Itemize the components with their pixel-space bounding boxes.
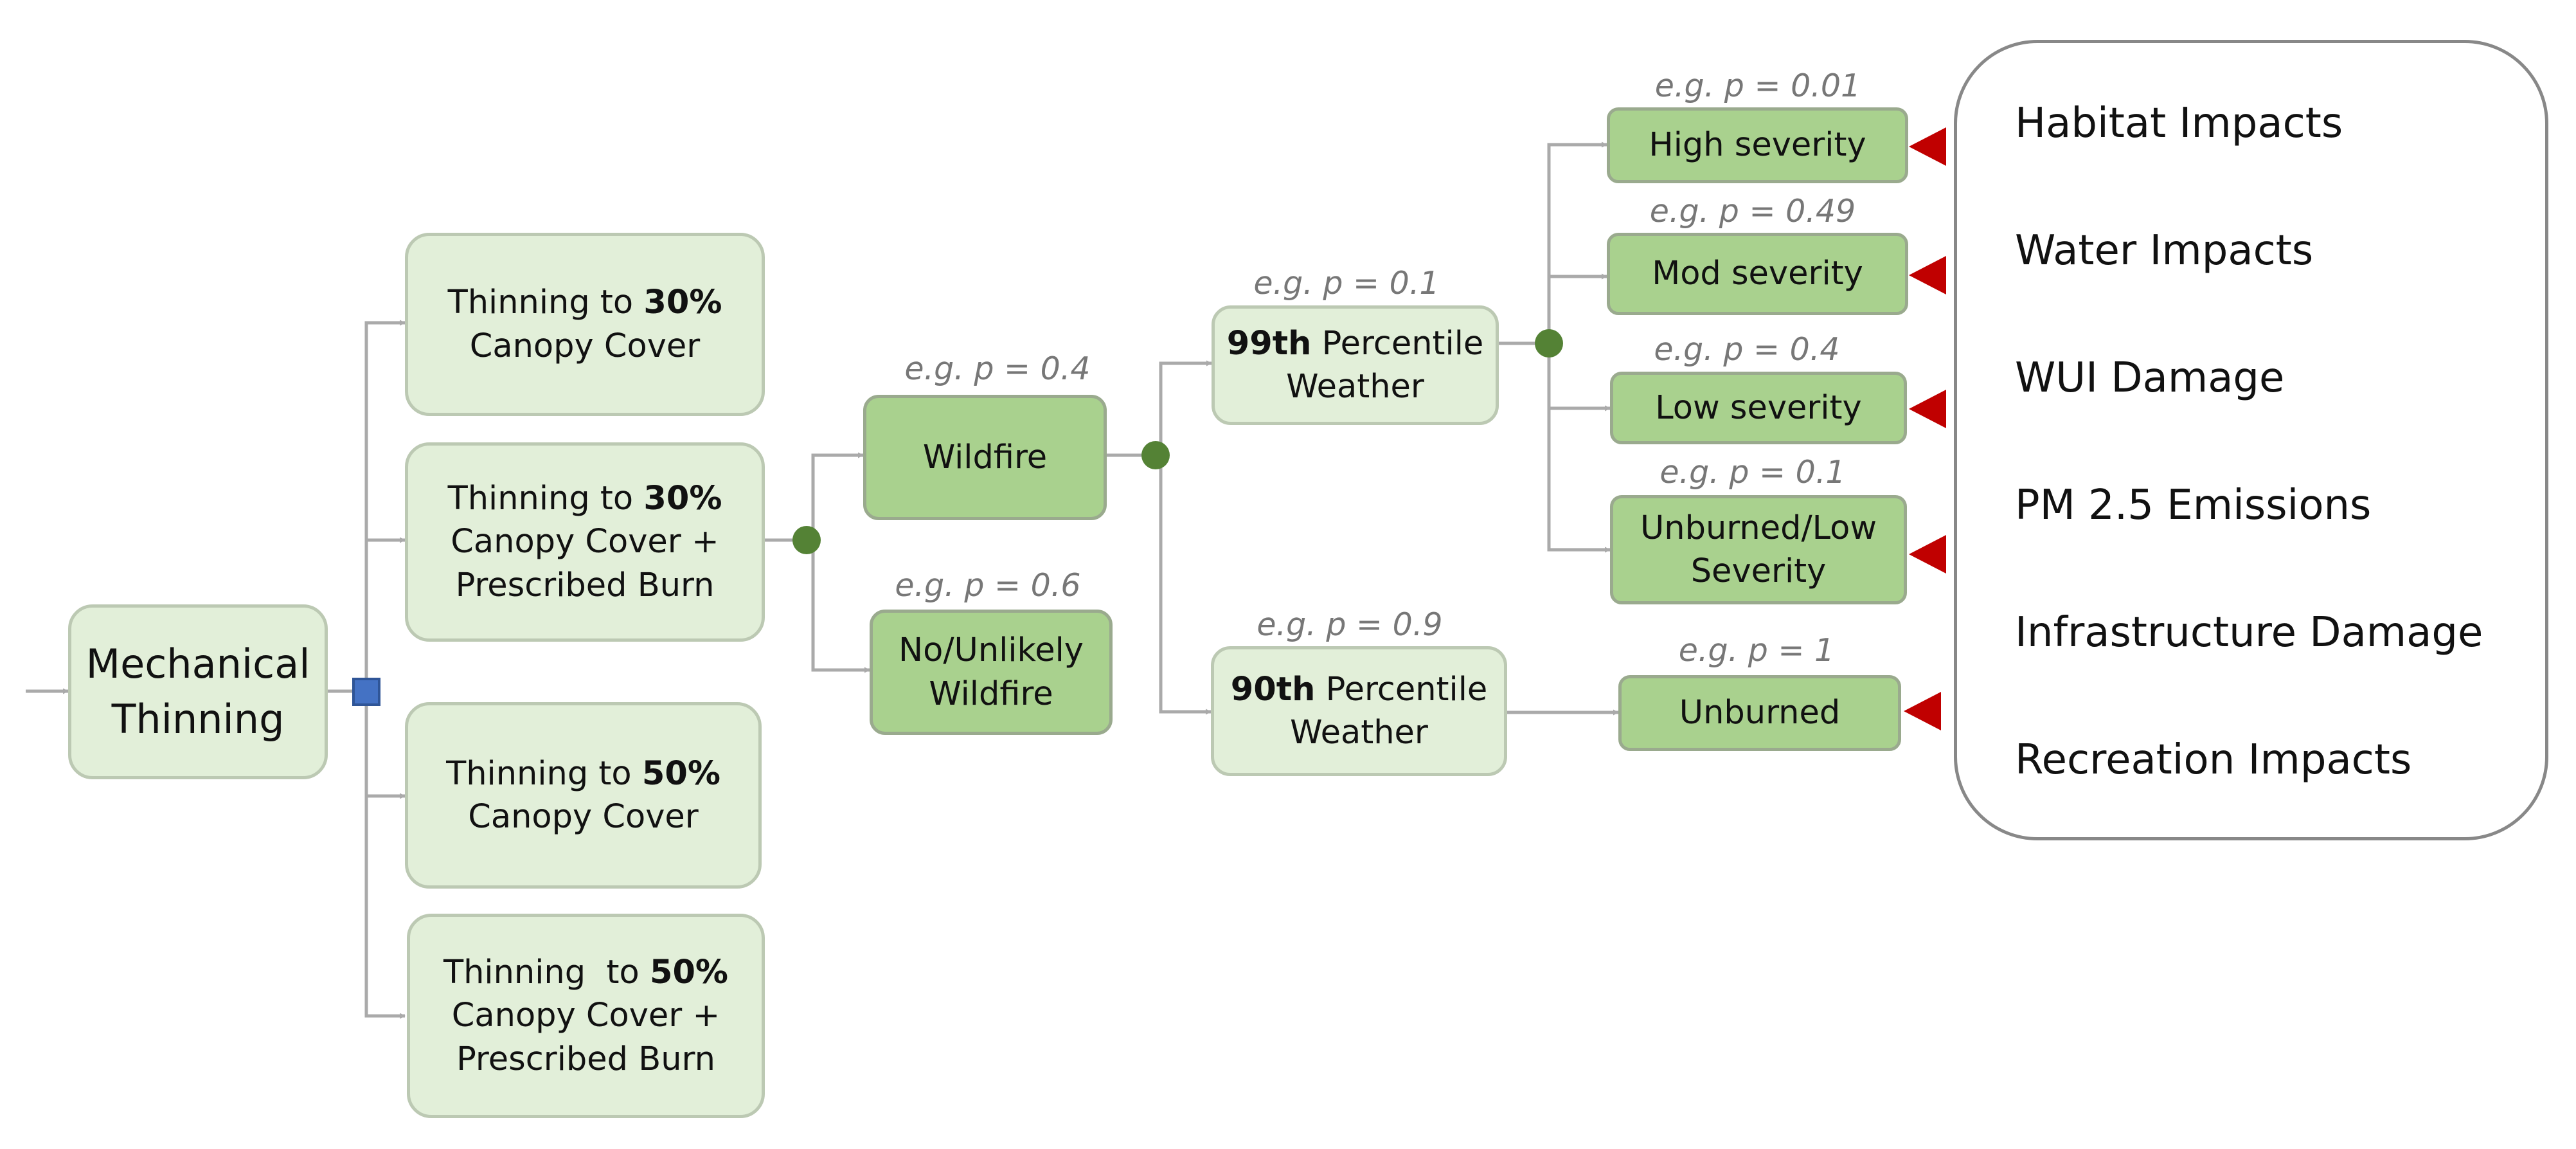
outcomes-panel: Habitat Impacts Water Impacts WUI Damage… xyxy=(1954,40,2548,840)
treatment-node-4: Thinning to 50% Canopy Cover + Prescribed… xyxy=(407,914,765,1118)
weather-99th-probability: e.g. p = 0.1 xyxy=(1253,265,1440,302)
mod-severity-node: Mod severity xyxy=(1607,233,1908,315)
unburned-low-severity-node: Unburned/Low Severity xyxy=(1610,495,1907,604)
no-wildfire-node: No/Unlikely Wildfire xyxy=(870,610,1113,735)
no-wildfire-probability: e.g. p = 0.6 xyxy=(895,567,1081,604)
weather-90th-strong: 90th xyxy=(1230,670,1316,709)
low-severity-node: Low severity xyxy=(1610,372,1907,444)
weather-90th-node: 90th Percentile Weather xyxy=(1211,646,1507,776)
chance-node-treatment xyxy=(792,526,821,554)
no-wildfire-label: No/Unlikely Wildfire xyxy=(899,631,1084,713)
root-node-mechanical-thinning: Mechanical Thinning xyxy=(68,604,328,779)
weather-90th-probability: e.g. p = 0.9 xyxy=(1257,606,1443,643)
high-severity-label: High severity xyxy=(1649,126,1866,165)
treatment-node-2: Thinning to 30% Canopy Cover + Prescribed… xyxy=(405,442,765,642)
wildfire-probability: e.g. p = 0.4 xyxy=(904,350,1091,387)
outcome-recreation-impacts: Recreation Impacts xyxy=(2015,736,2412,784)
treatment-3-text-pre: Thinning to xyxy=(446,754,642,793)
wildfire-label: Wildfire xyxy=(922,438,1048,476)
weather-99th-label: Percentile Weather xyxy=(1286,324,1484,406)
treatment-1-text-pre: Thinning to xyxy=(447,284,644,322)
high-severity-probability: e.g. p = 0.01 xyxy=(1654,68,1861,104)
unburned-low-severity-label: Unburned/Low Severity xyxy=(1640,509,1877,590)
treatment-node-1: Thinning to 30% Canopy Cover xyxy=(405,233,765,416)
treatment-4-text-pre: Thinning to xyxy=(443,954,650,992)
mod-severity-label: Mod severity xyxy=(1652,255,1863,293)
treatment-node-3: Thinning to 50% Canopy Cover xyxy=(405,702,762,889)
treatment-2-text-post: Canopy Cover + Prescribed Burn xyxy=(451,523,719,604)
low-severity-label: Low severity xyxy=(1655,388,1862,427)
root-node-label: Mechanical Thinning xyxy=(85,640,310,743)
outcome-habitat-impacts: Habitat Impacts xyxy=(2015,100,2343,147)
weather-99th-node: 99th Percentile Weather xyxy=(1212,305,1499,425)
treatment-1-percent: 30% xyxy=(643,284,722,322)
unburned-label: Unburned xyxy=(1679,694,1841,732)
weather-99th-strong: 99th xyxy=(1226,324,1312,363)
treatment-1-text-post: Canopy Cover xyxy=(469,327,701,365)
high-severity-node: High severity xyxy=(1607,107,1908,183)
outcome-infrastructure-damage: Infrastructure Damage xyxy=(2015,609,2483,656)
chance-node-weather xyxy=(1535,329,1563,357)
wildfire-node: Wildfire xyxy=(863,395,1107,520)
treatment-4-percent: 50% xyxy=(649,954,729,992)
unburned-node: Unburned xyxy=(1618,675,1901,751)
treatment-2-text-pre: Thinning to xyxy=(447,480,644,518)
low-severity-probability: e.g. p = 0.4 xyxy=(1654,331,1840,368)
unburned-low-probability: e.g. p = 0.1 xyxy=(1659,454,1846,491)
outcome-pm25-emissions: PM 2.5 Emissions xyxy=(2015,482,2372,529)
weather-90th-label: Percentile Weather xyxy=(1290,670,1488,752)
chance-node-wildfire xyxy=(1141,441,1170,469)
decision-node-square xyxy=(352,678,380,706)
treatment-2-percent: 30% xyxy=(643,480,722,518)
treatment-3-percent: 50% xyxy=(641,754,720,793)
unburned-probability: e.g. p = 1 xyxy=(1678,632,1835,669)
outcome-wui-damage: WUI Damage xyxy=(2015,354,2285,402)
treatment-3-text-post: Canopy Cover xyxy=(468,798,699,836)
outcome-water-impacts: Water Impacts xyxy=(2015,227,2314,275)
mod-severity-probability: e.g. p = 0.49 xyxy=(1649,193,1856,230)
treatment-4-text-post: Canopy Cover + Prescribed Burn xyxy=(451,997,720,1078)
